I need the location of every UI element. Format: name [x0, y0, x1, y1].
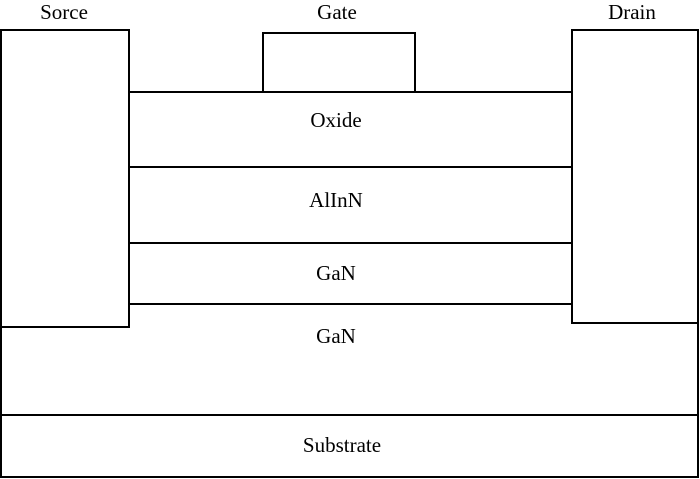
alinn-label: AlInN — [309, 188, 363, 212]
source-label: Sorce — [40, 0, 88, 24]
substrate-layer — [0, 414, 699, 478]
gate-label: Gate — [317, 0, 357, 24]
gan-buffer-label: GaN — [316, 324, 356, 348]
alinn-barrier-layer — [128, 166, 573, 244]
substrate-label: Substrate — [303, 433, 381, 457]
gate-contact — [262, 32, 416, 93]
oxide-layer — [128, 91, 573, 168]
oxide-label: Oxide — [310, 108, 361, 132]
gan-channel-label: GaN — [316, 261, 356, 285]
drain-contact — [571, 29, 699, 324]
drain-label: Drain — [608, 0, 656, 24]
source-contact — [0, 29, 130, 328]
